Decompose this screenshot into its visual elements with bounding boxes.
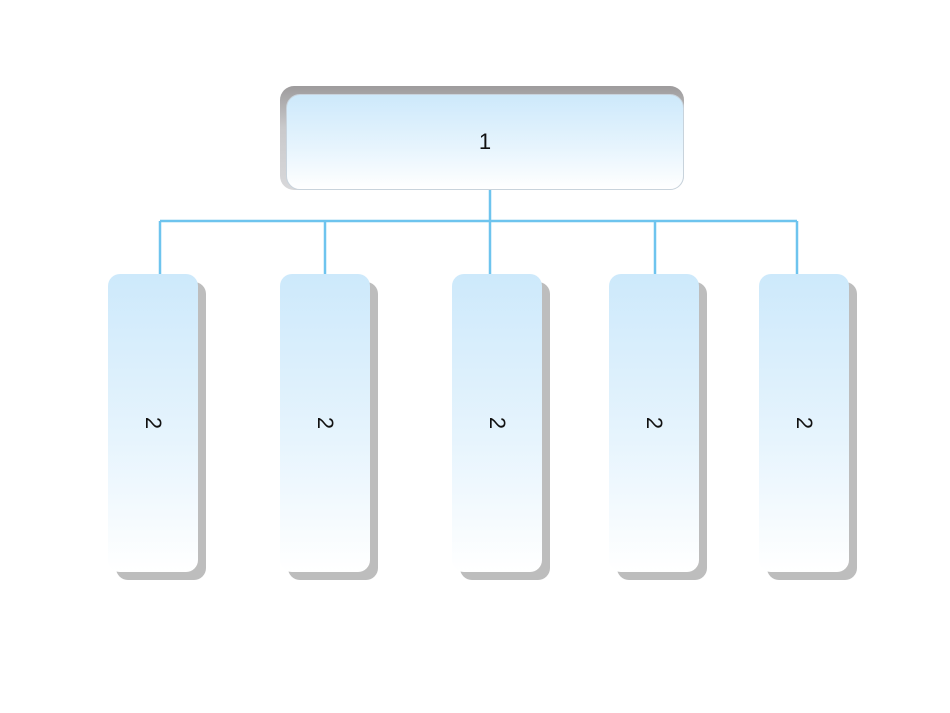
child-node-label: 2 <box>313 416 338 430</box>
root-node-label: 1 <box>478 129 492 154</box>
child-node-label: 2 <box>141 416 166 430</box>
child-node-5: 2 <box>759 274 849 572</box>
child-node-4: 2 <box>609 274 699 572</box>
child-node-3: 2 <box>452 274 542 572</box>
child-node-label: 2 <box>642 416 667 430</box>
child-node-label: 2 <box>485 416 510 430</box>
root-node: 1 <box>286 94 684 190</box>
child-node-1: 2 <box>108 274 198 572</box>
child-node-label: 2 <box>792 416 817 430</box>
child-node-2: 2 <box>280 274 370 572</box>
